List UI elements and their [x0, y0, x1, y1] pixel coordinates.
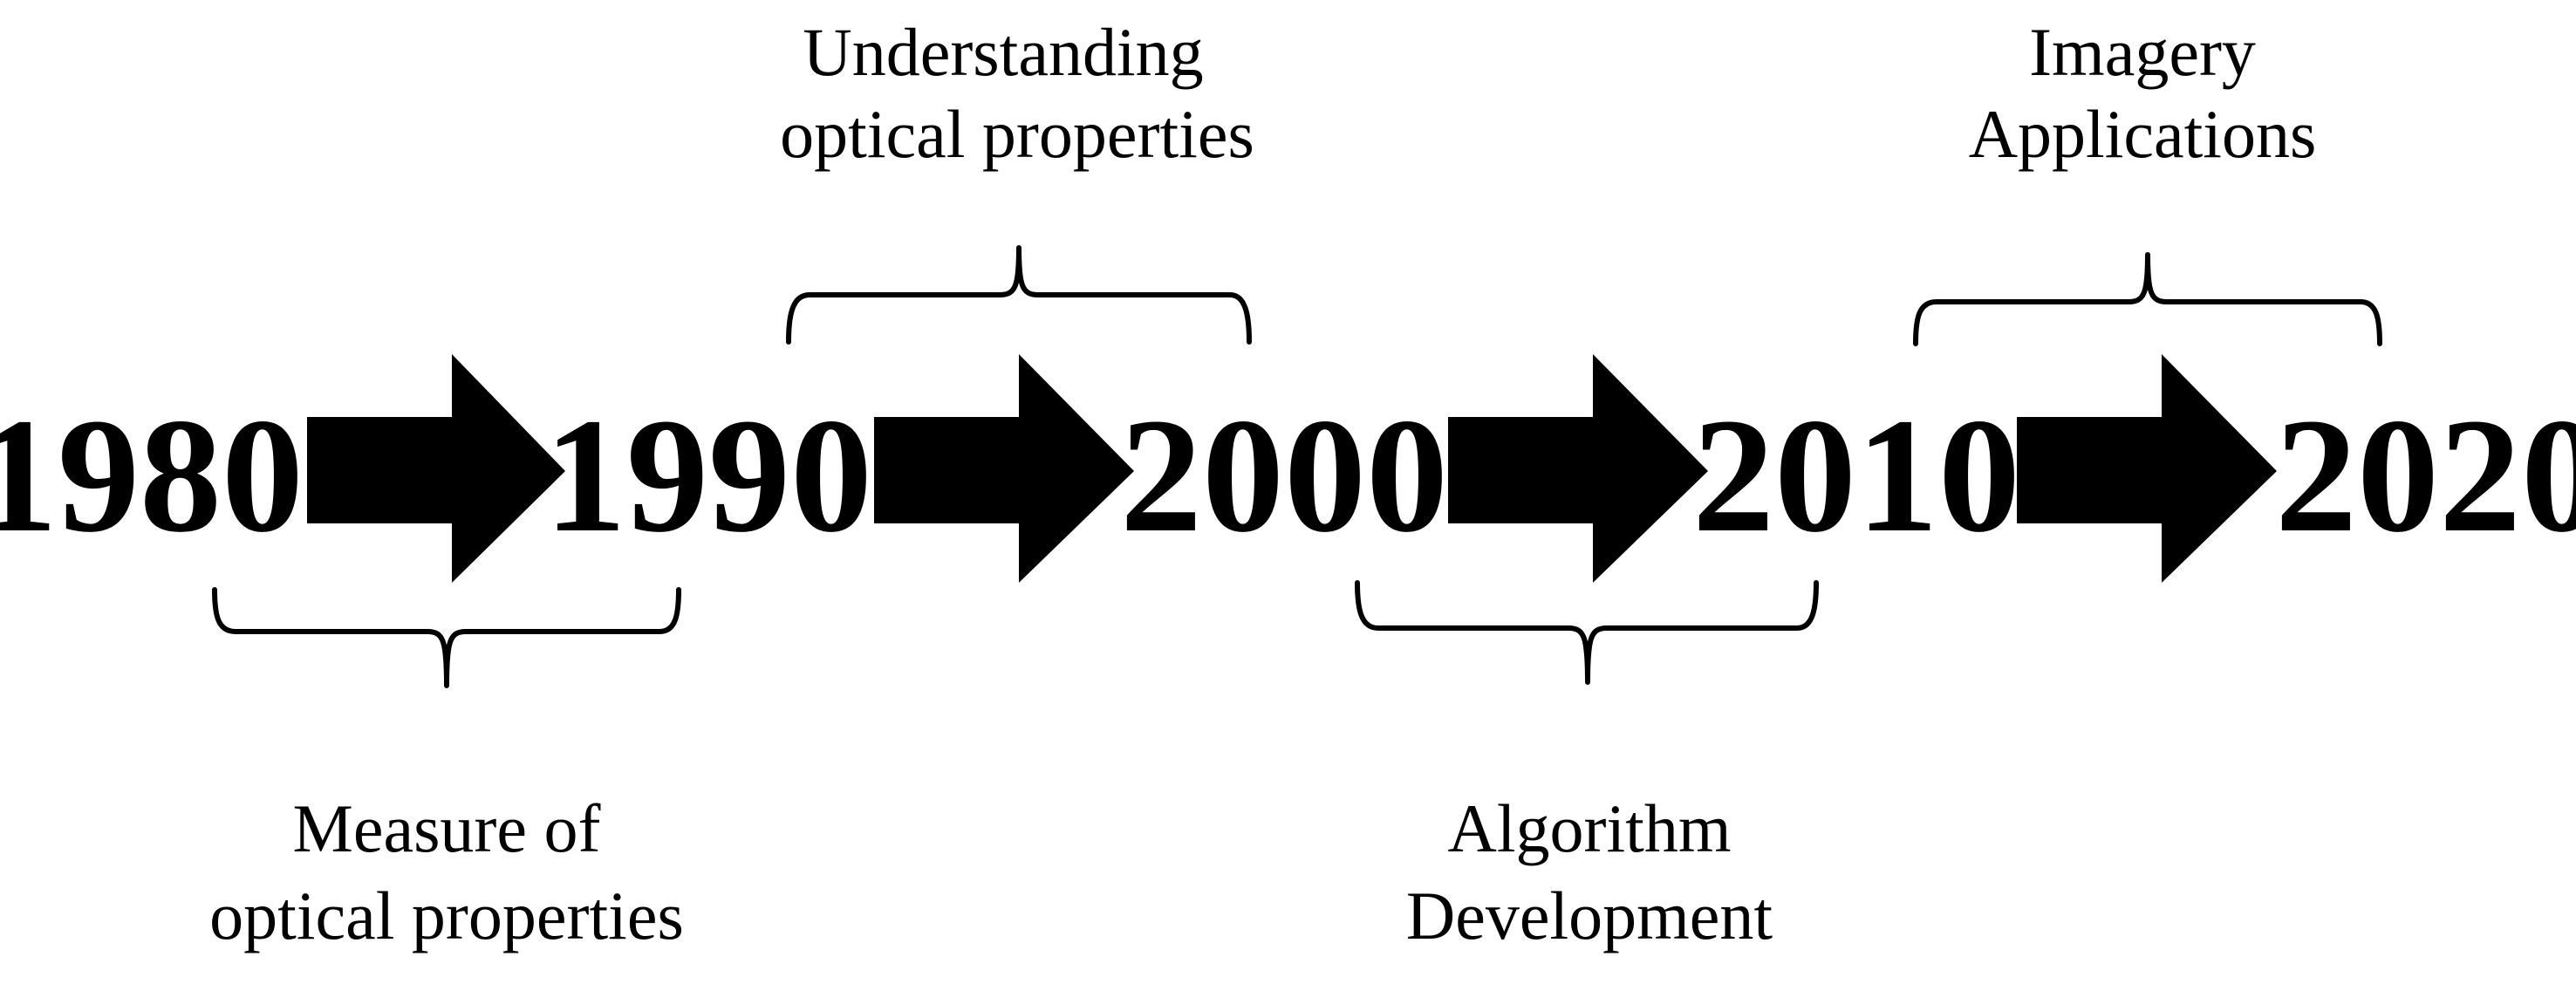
brace-understanding-optical-properties — [786, 245, 1252, 345]
brace-imagery-applications — [1913, 252, 2382, 346]
arrow-1990-2000 — [874, 354, 1134, 583]
arrow-1980-1990 — [307, 354, 565, 583]
year-2000: 2000 — [1120, 384, 1448, 566]
phase-label-understanding-line-1: Understanding — [803, 14, 1203, 90]
year-2010: 2010 — [1692, 384, 2020, 566]
phase-label-measure-line-1: Measure of — [292, 790, 600, 866]
brace-algorithm-development — [1355, 580, 1819, 685]
arrow-2010-2020 — [2017, 354, 2277, 583]
phase-label-imagery-line-2: Applications — [1969, 96, 2317, 172]
phase-label-imagery-line-1: Imagery — [2029, 14, 2256, 90]
phase-label-algorithm-line-1: Algorithm — [1448, 790, 1732, 866]
year-1980: 1980 — [0, 384, 304, 566]
year-1990: 1990 — [544, 384, 872, 566]
brace-measure-of-optical-properties — [212, 587, 681, 688]
phase-label-understanding-line-2: optical properties — [780, 96, 1254, 172]
phase-label-algorithm-line-2: Development — [1406, 878, 1773, 953]
phase-label-measure-line-2: optical properties — [209, 878, 684, 953]
year-2020: 2020 — [2275, 384, 2576, 566]
arrow-2000-2010 — [1448, 354, 1708, 583]
